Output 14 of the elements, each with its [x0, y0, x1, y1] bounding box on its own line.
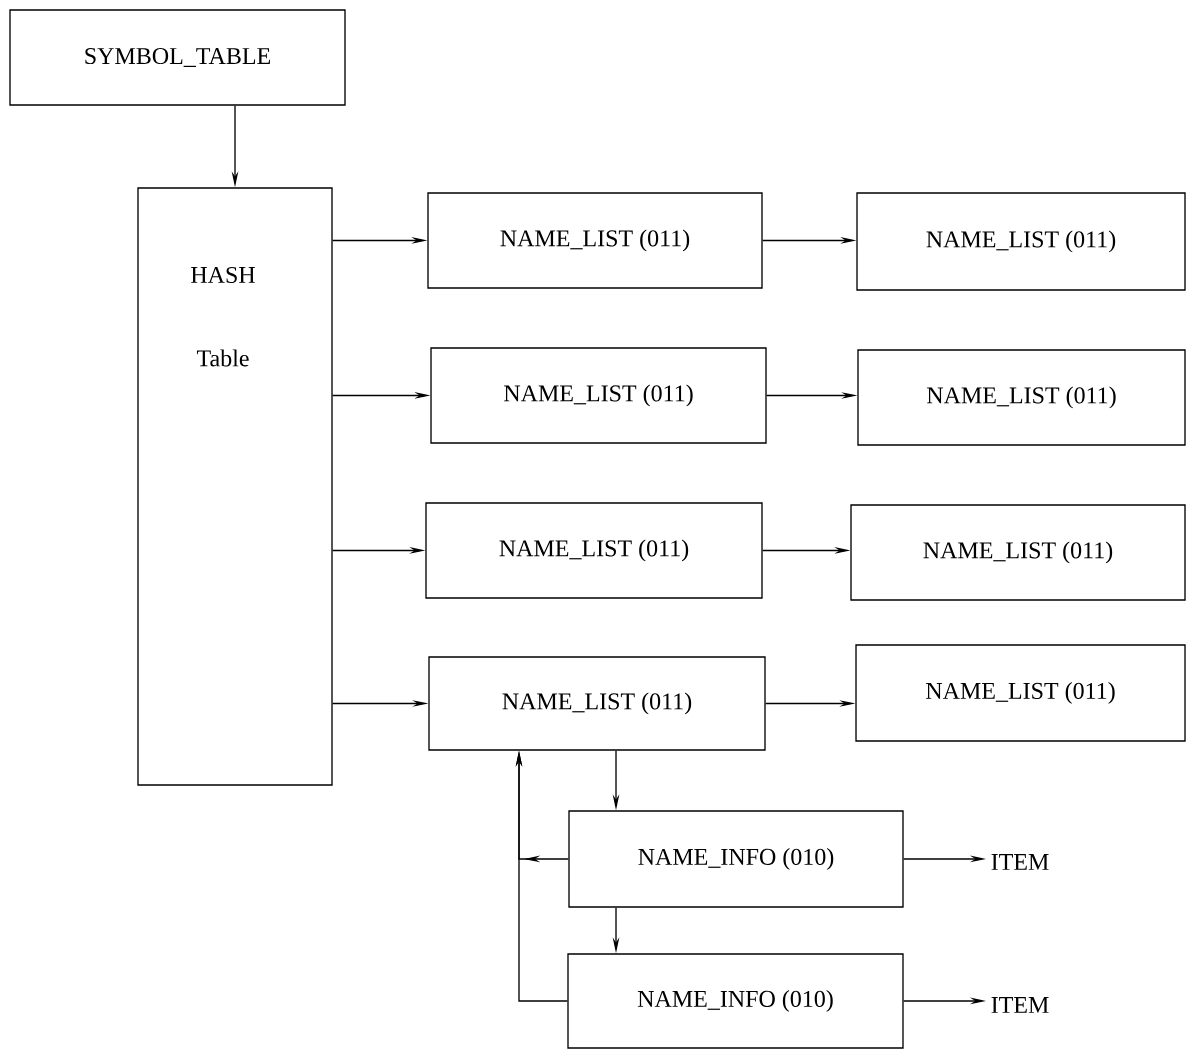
process-box: NAME_INFO (010) — [568, 810, 904, 908]
process-box: NAME_LIST (011) — [856, 192, 1186, 291]
process-box: NAME_LIST (011) — [857, 349, 1186, 446]
process-box: NAME_LIST (011) — [425, 502, 763, 599]
item-label: ITEM — [991, 854, 1049, 870]
process-box: NAME_LIST (011) — [850, 504, 1186, 601]
item-label: ITEM — [991, 997, 1049, 1013]
process-box: NAME_LIST (011) — [428, 656, 766, 751]
process-box: NAME_INFO (010) — [567, 953, 904, 1049]
hash-table-box: HASH Table — [137, 187, 333, 786]
process-box: SYMBOL_TABLE — [9, 9, 346, 106]
process-box: NAME_LIST (011) — [430, 347, 767, 444]
process-box: NAME_LIST (011) — [427, 192, 763, 289]
process-box: NAME_LIST (011) — [855, 644, 1186, 742]
